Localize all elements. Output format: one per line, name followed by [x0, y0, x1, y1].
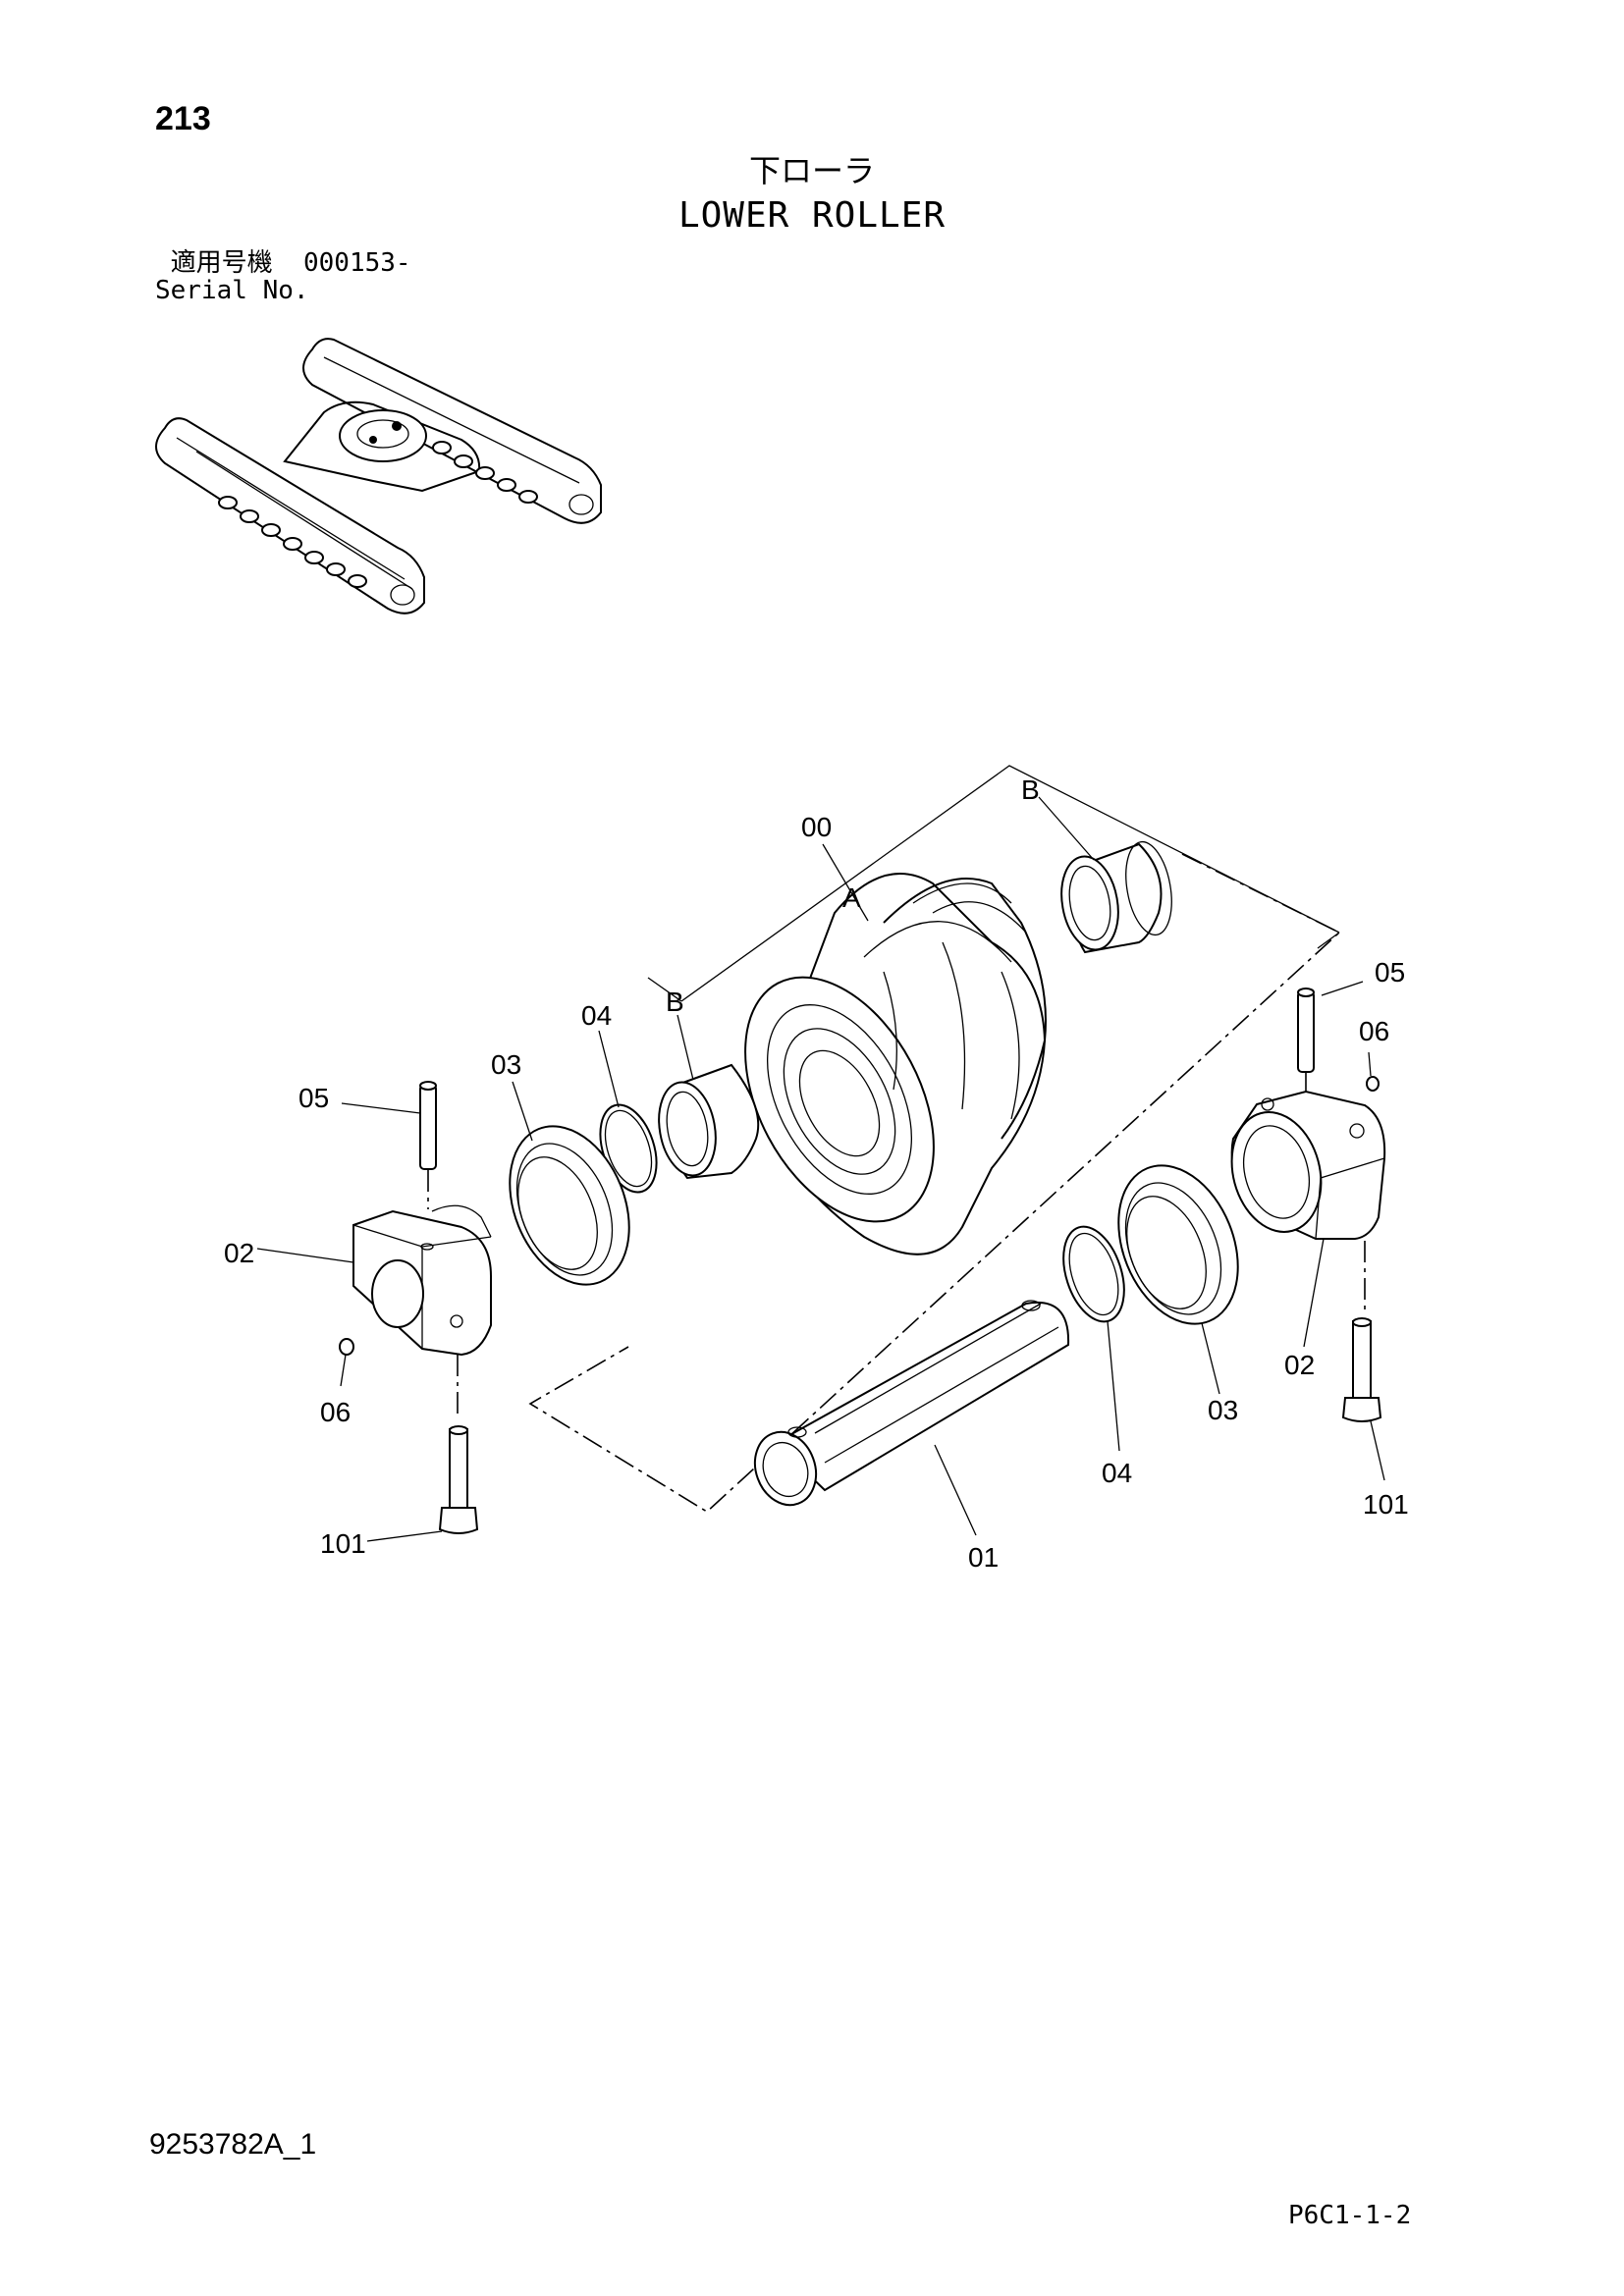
roller-flange-front [744, 976, 935, 1223]
callout-00: 00 [801, 812, 832, 842]
callout-labels: 00 A B B 05 06 04 03 05 02 06 101 01 04 … [224, 774, 1409, 1573]
title-english: LOWER ROLLER [677, 195, 947, 236]
pin-left [419, 1081, 437, 1170]
overview-front-track-edge [176, 437, 406, 580]
callout-04-bottom: 04 [1102, 1458, 1132, 1488]
serial-row-ja: 適用号機 000153- [155, 249, 411, 277]
overview-front-track [155, 417, 425, 614]
callout-03-top: 03 [491, 1049, 521, 1080]
callout-02-left: 02 [224, 1238, 254, 1268]
bolt-left [438, 1425, 479, 1534]
shaft [753, 1300, 1070, 1507]
callout-04-top: 04 [581, 1000, 612, 1031]
leader-lines [256, 796, 1385, 1542]
callout-b-top: B [1021, 774, 1040, 805]
serial-value: 000153- [302, 248, 411, 278]
bolt-right [1341, 1317, 1382, 1422]
page-reference: P6C1-1-2 [1288, 2201, 1412, 2230]
title-japanese: 下ローラ [748, 152, 875, 189]
callout-101-left: 101 [320, 1528, 366, 1559]
end-collar-left-bore [371, 1259, 424, 1328]
floating-seal-right [1117, 1164, 1239, 1325]
overview-rollers-front [218, 496, 367, 588]
plug-right [1366, 1076, 1380, 1092]
end-collar-right-bore [1230, 1111, 1323, 1233]
serial-block: 適用号機 000153- Serial No. [155, 249, 411, 304]
bushing-left [658, 1063, 760, 1180]
overview-front-track-inner [195, 451, 413, 590]
serial-label-ja: 適用号機 [170, 248, 273, 278]
end-collar-right [1230, 1090, 1386, 1240]
callout-b-left: B [666, 987, 684, 1017]
roller-body [744, 873, 1047, 1255]
undercarriage-overview [155, 338, 602, 614]
plug-left [339, 1338, 354, 1356]
callout-05-right: 05 [1375, 957, 1405, 988]
overview-rollers-rear [432, 441, 538, 504]
assembly-boundary [528, 853, 1341, 1513]
callout-a: A [842, 882, 861, 913]
callout-05-left: 05 [298, 1083, 329, 1113]
callout-06-left: 06 [320, 1397, 351, 1427]
overview-swing-circle [339, 409, 427, 462]
overview-idler [390, 584, 415, 606]
callout-01: 01 [968, 1542, 999, 1573]
o-ring-right [1062, 1225, 1125, 1323]
overview-rear-track [302, 338, 602, 524]
callout-02-right: 02 [1284, 1350, 1315, 1380]
pin-right [1297, 988, 1315, 1073]
end-collar-left [352, 1204, 492, 1357]
overview-rear-track-edge [323, 356, 580, 484]
title-block: 下ローラ LOWER ROLLER [0, 149, 1624, 240]
bushing-right [1060, 840, 1172, 954]
floating-seal-left [509, 1125, 630, 1286]
callout-101-right: 101 [1363, 1489, 1409, 1520]
document-number: 9253782A_1 [149, 2128, 317, 2161]
bracket-lines [528, 765, 1341, 1513]
callout-03-bottom: 03 [1208, 1395, 1238, 1425]
page-number: 213 [155, 100, 211, 137]
serial-label-en: Serial No. [155, 276, 309, 305]
roller-tread [883, 878, 1047, 1140]
callout-06-right: 06 [1359, 1016, 1389, 1046]
